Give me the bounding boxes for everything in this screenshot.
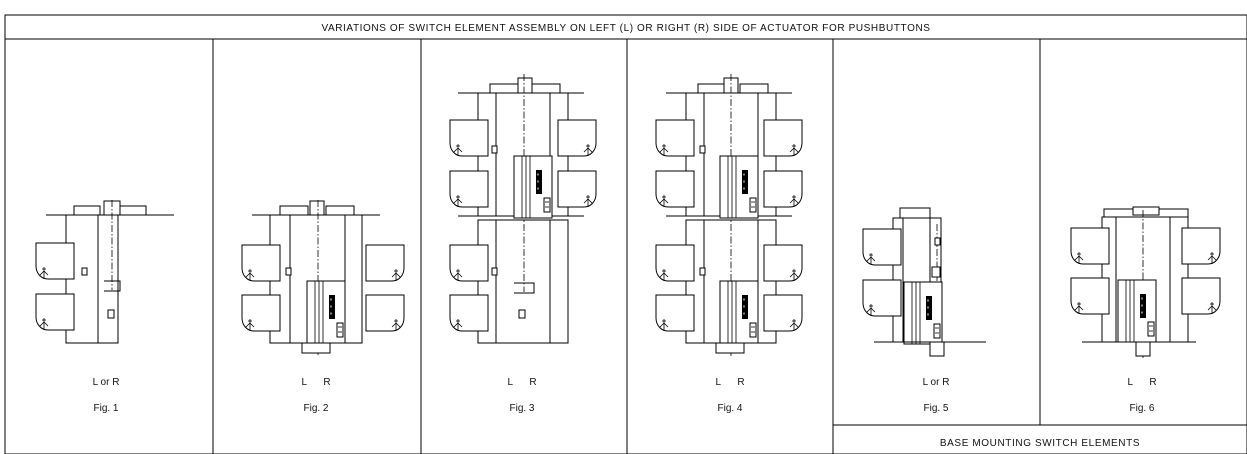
table-frame [4,14,1247,454]
figure-6-side-label: L R [1127,377,1156,388]
figure-6-drawing [1070,206,1221,358]
figure-6-caption: Fig. 6 [1129,403,1154,414]
figure-4-side-label: L R [715,377,744,388]
figure-2-caption: Fig. 2 [303,403,328,414]
figure-2-side-label: L R [301,377,330,388]
figure-3-drawing [449,74,597,344]
figure-4-caption: Fig. 4 [717,403,742,414]
figure-2-drawing [241,200,405,355]
base-mounting-label: BASE MOUNTING SWITCH ELEMENTS [940,438,1140,449]
figure-1-drawing [35,200,174,344]
diagram-title: VARIATIONS OF SWITCH ELEMENT ASSEMBLY ON… [321,23,930,34]
figure-4-drawing [655,74,803,356]
figure-1-side-label: L or R [93,377,120,388]
figure-5-drawing [862,207,986,358]
figure-3-side-label: L R [507,377,536,388]
figure-3-caption: Fig. 3 [509,403,534,414]
figure-5-caption: Fig. 5 [923,403,948,414]
figure-5-side-label: L or R [923,377,950,388]
figure-1-caption: Fig. 1 [93,403,118,414]
